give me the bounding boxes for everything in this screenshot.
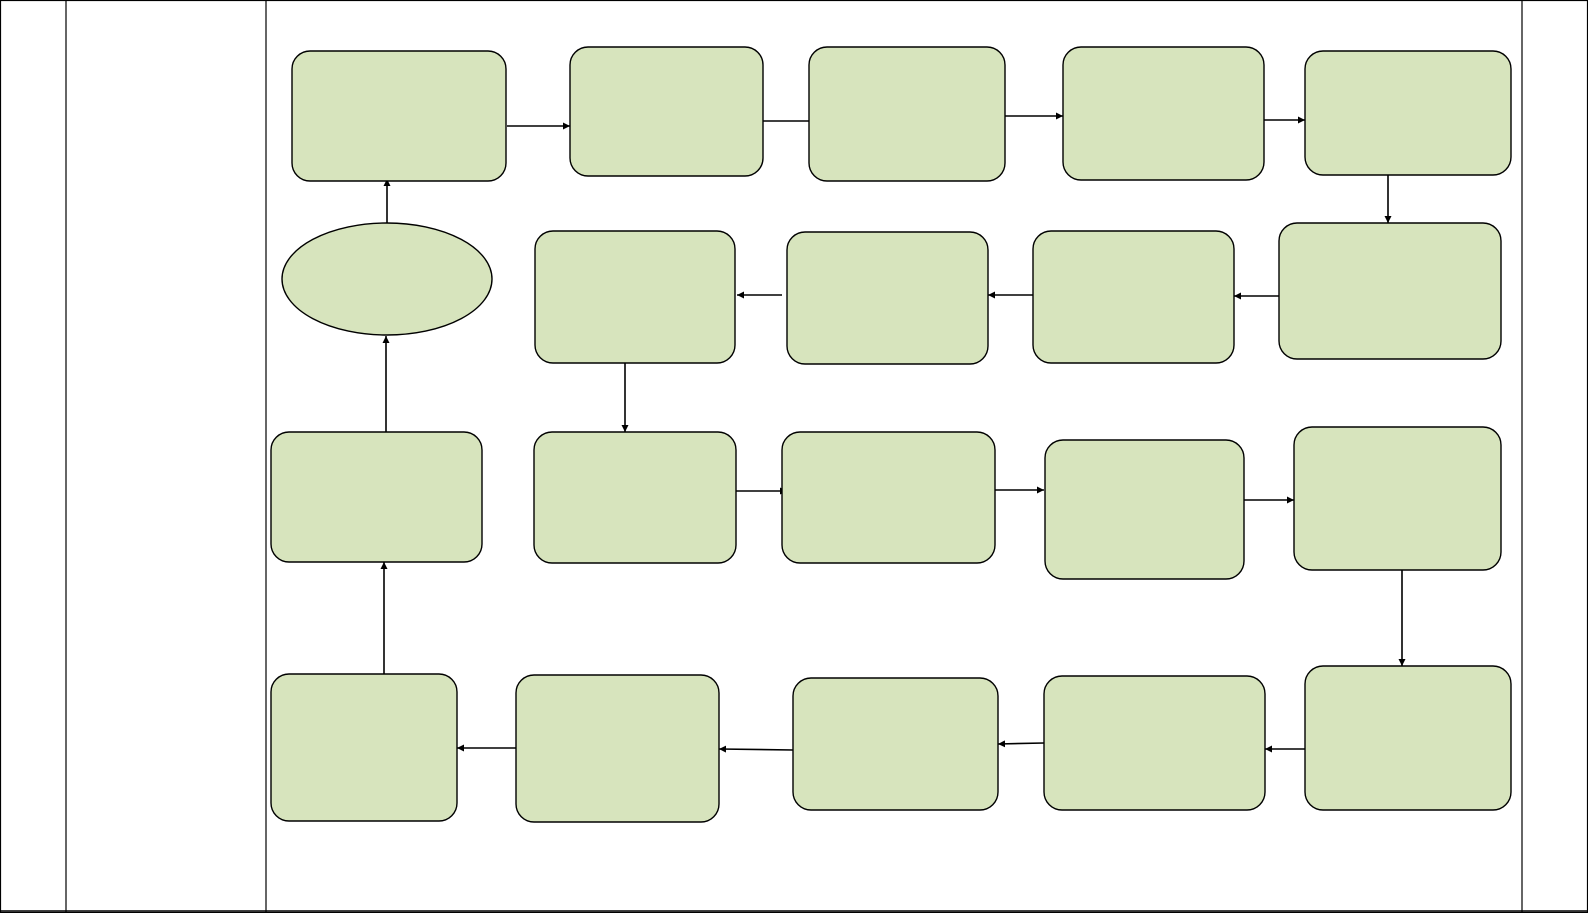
process-box-12[interactable] — [1044, 439, 1245, 580]
process-box-shape — [533, 431, 737, 564]
node-layer — [270, 46, 1512, 823]
process-box-17[interactable] — [515, 674, 720, 823]
connector-arrow-n16-to-n17 — [718, 745, 794, 753]
process-box-3[interactable] — [808, 46, 1006, 182]
process-box-shape — [569, 46, 764, 177]
process-box-14[interactable] — [1304, 665, 1512, 811]
process-box-9[interactable] — [534, 230, 736, 364]
process-box-19[interactable] — [270, 431, 483, 563]
start-ellipse-shape — [281, 222, 493, 336]
process-box-shape — [1304, 50, 1512, 176]
process-box-4[interactable] — [1062, 46, 1265, 181]
process-box-7[interactable] — [1032, 230, 1235, 364]
process-box-shape — [1044, 439, 1245, 580]
process-box-shape — [786, 231, 989, 365]
process-box-shape — [1062, 46, 1265, 181]
process-box-shape — [291, 50, 507, 182]
process-box-11[interactable] — [781, 431, 996, 564]
process-box-shape — [1032, 230, 1235, 364]
process-box-shape — [1043, 675, 1266, 811]
process-box-10[interactable] — [533, 431, 737, 564]
process-box-shape — [808, 46, 1006, 182]
process-box-1[interactable] — [291, 50, 507, 182]
process-box-5[interactable] — [1304, 50, 1512, 176]
process-box-shape — [1304, 665, 1512, 811]
process-box-shape — [1278, 222, 1502, 360]
process-box-13[interactable] — [1293, 426, 1502, 571]
process-box-shape — [781, 431, 996, 564]
process-box-2[interactable] — [569, 46, 764, 177]
process-box-16[interactable] — [792, 677, 999, 811]
start-ellipse[interactable] — [281, 222, 493, 336]
process-box-15[interactable] — [1043, 675, 1266, 811]
process-box-shape — [270, 431, 483, 563]
process-box-shape — [534, 230, 736, 364]
process-box-6[interactable] — [1278, 222, 1502, 360]
process-box-shape — [792, 677, 999, 811]
connector-arrow-n15-to-n16 — [997, 740, 1045, 748]
connector-layer — [380, 112, 1406, 753]
process-box-shape — [515, 674, 720, 823]
process-box-shape — [270, 673, 458, 822]
process-box-8[interactable] — [786, 231, 989, 365]
process-box-shape — [1293, 426, 1502, 571]
process-box-18[interactable] — [270, 673, 458, 822]
